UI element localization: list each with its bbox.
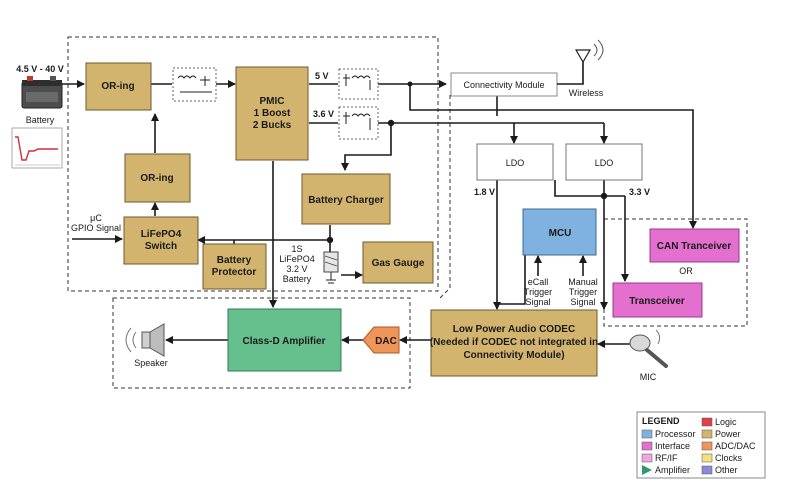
legend-swatch-clocks [701,453,713,463]
cell-battery-icon [323,251,339,284]
node-dot [326,236,334,244]
battery-label: Battery [26,115,55,125]
legend-label-processor: Processor [655,429,696,439]
legend-swatch-power [701,429,713,439]
manual-label-line3: Signal [570,297,595,307]
legend-label-rfif: RF/IF [655,453,678,463]
legend-swatch-logic [701,417,713,427]
speaker-icon [125,323,165,357]
ldo-right-block [565,143,643,181]
class-d-amplifier-block [227,308,342,372]
battery-protector-line1: Battery [217,255,252,266]
audio-codec-line3: Connectivity Module) [463,350,564,361]
rail-18v-label: 1.8 V [474,187,495,197]
legend-swatch-rfif [641,453,653,463]
class-d-amplifier-label: Class-D Amplifier [243,336,326,347]
battery-protector-line2: Protector [212,267,257,278]
dac-label: DAC [375,336,397,347]
ldo-left-block [476,143,554,181]
oring-top-label: OR-ing [101,81,134,92]
audio-codec-line2: (Needed if CODEC not integrated in [430,337,598,348]
speaker-label: Speaker [134,358,168,368]
battery-waveform-graph [11,127,63,169]
cell-label-line4: Battery [283,274,312,284]
legend-swatch-interface [641,441,653,451]
switcher-icon [172,67,217,102]
buck-36v-icon [338,106,379,140]
legend-label-clocks: Clocks [715,453,743,463]
cell-label-line1: 1S [291,244,302,254]
ldo-right-label: LDO [595,158,614,168]
oring-mid-block [124,153,191,203]
connectivity-link-outline [437,95,451,301]
ecall-label-line1: eCall [528,277,549,287]
battery-charger-block [301,173,391,225]
rail-36v-label: 3.6 V [313,109,334,119]
audio-domain-outline [112,297,411,389]
pmic-label-line2: 1 Boost [254,108,291,119]
gpio-label-line1: μC [90,213,102,223]
mcu-block [522,208,597,256]
can-transceiver-block [649,228,740,263]
legend: LEGEND Processor Interface RF/IF Amplifi… [636,411,766,479]
audio-codec-block [430,309,598,377]
legend-label-adcdac: ADC/DAC [715,441,756,451]
transceiver-block [612,282,703,318]
legend-label-interface: Interface [655,441,690,451]
dac-block [362,326,400,354]
manual-label-line1: Manual [568,277,598,287]
oring-mid-label: OR-ing [140,173,173,184]
audio-codec-line1: Low Power Audio CODEC [453,324,575,335]
pmic-block [235,66,309,161]
antenna-feed [557,62,584,85]
wireless-label: Wireless [569,88,604,98]
or-label: OR [679,266,693,276]
node-dot [407,81,413,87]
rail-5v-label: 5 V [315,71,329,81]
ldo-left-label: LDO [506,158,525,168]
legend-label-other: Other [715,465,738,475]
mcu-label: MCU [549,228,572,239]
legend-label-amplifier: Amplifier [655,465,690,475]
legend-swatch-amplifier [642,465,652,475]
ecall-label-line3: Signal [525,297,550,307]
gpio-label-line2: GPIO Signal [71,223,121,233]
ecall-label-line2: Trigger [524,287,552,297]
gas-gauge-label: Gas Gauge [372,258,425,269]
battery-charger-label: Battery Charger [308,195,384,206]
lifepo4-switch-line1: LiFePO4 [141,229,182,240]
rail-33v-label: 3.3 V [629,187,650,197]
connectivity-module-label: Connectivity Module [463,80,544,90]
interface-domain-outline [603,218,748,327]
legend-swatch-other [701,465,713,475]
pmic-label-line1: PMIC [260,96,285,107]
legend-swatch-processor [641,429,653,439]
battery-voltage: 4.5 V - 40 V [16,64,64,74]
can-transceiver-label: CAN Tranceiver [657,241,732,252]
node-dot [387,119,395,127]
manual-label-line2: Trigger [569,287,597,297]
legend-swatch-adcdac [701,441,713,451]
legend-title: LEGEND [642,416,680,426]
mic-icon [629,329,668,368]
antenna-icon [574,39,604,64]
buck-5v-icon [338,68,379,100]
battery-icon [21,76,63,109]
wires [60,80,697,348]
node-dot [600,192,608,200]
legend-label-power: Power [715,429,741,439]
gas-gauge-block [362,241,434,284]
battery-protector-block [202,243,267,290]
transceiver-label: Transceiver [629,296,685,307]
lifepo4-switch-line2: Switch [145,241,177,252]
oring-top-block [85,62,152,111]
pmic-label-line3: 2 Bucks [253,120,292,131]
legend-label-logic: Logic [715,417,737,427]
cell-label-line2: LiFePO4 [279,254,315,264]
mic-label: MIC [640,372,657,382]
lifepo4-switch-block [123,216,199,265]
cell-label-line3: 3.2 V [286,264,307,274]
power-domain-outline [67,36,439,292]
